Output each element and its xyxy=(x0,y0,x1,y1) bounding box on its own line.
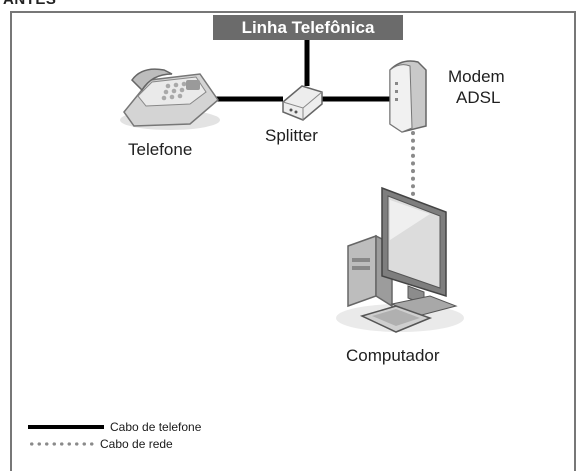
header-label: ANTES xyxy=(3,0,56,8)
modem-label-line2: ADSL xyxy=(456,88,501,107)
splitter-icon xyxy=(282,85,323,121)
phone-cables xyxy=(214,40,390,102)
phone-line-label: Linha Telefônica xyxy=(241,17,375,37)
computer-label: Computador xyxy=(346,346,440,365)
legend-phone-cable-label: Cabo de telefone xyxy=(110,420,202,434)
diagram-frame xyxy=(10,11,576,471)
legend-network-cable: Cabo de rede xyxy=(28,437,173,451)
legend-network-cable-label: Cabo de rede xyxy=(100,437,173,451)
modem-icon xyxy=(389,60,427,133)
telephone-icon xyxy=(120,68,220,130)
computer-icon xyxy=(336,186,464,333)
legend-dotted-line xyxy=(28,442,94,446)
phone-line-box: Linha Telefônica xyxy=(213,15,403,40)
network-diagram xyxy=(120,40,464,333)
telephone-label: Telefone xyxy=(128,140,193,159)
splitter-label: Splitter xyxy=(265,126,318,145)
modem-label-line1: Modem xyxy=(448,67,505,86)
legend-solid-line xyxy=(28,425,104,429)
legend-phone-cable: Cabo de telefone xyxy=(28,420,201,434)
